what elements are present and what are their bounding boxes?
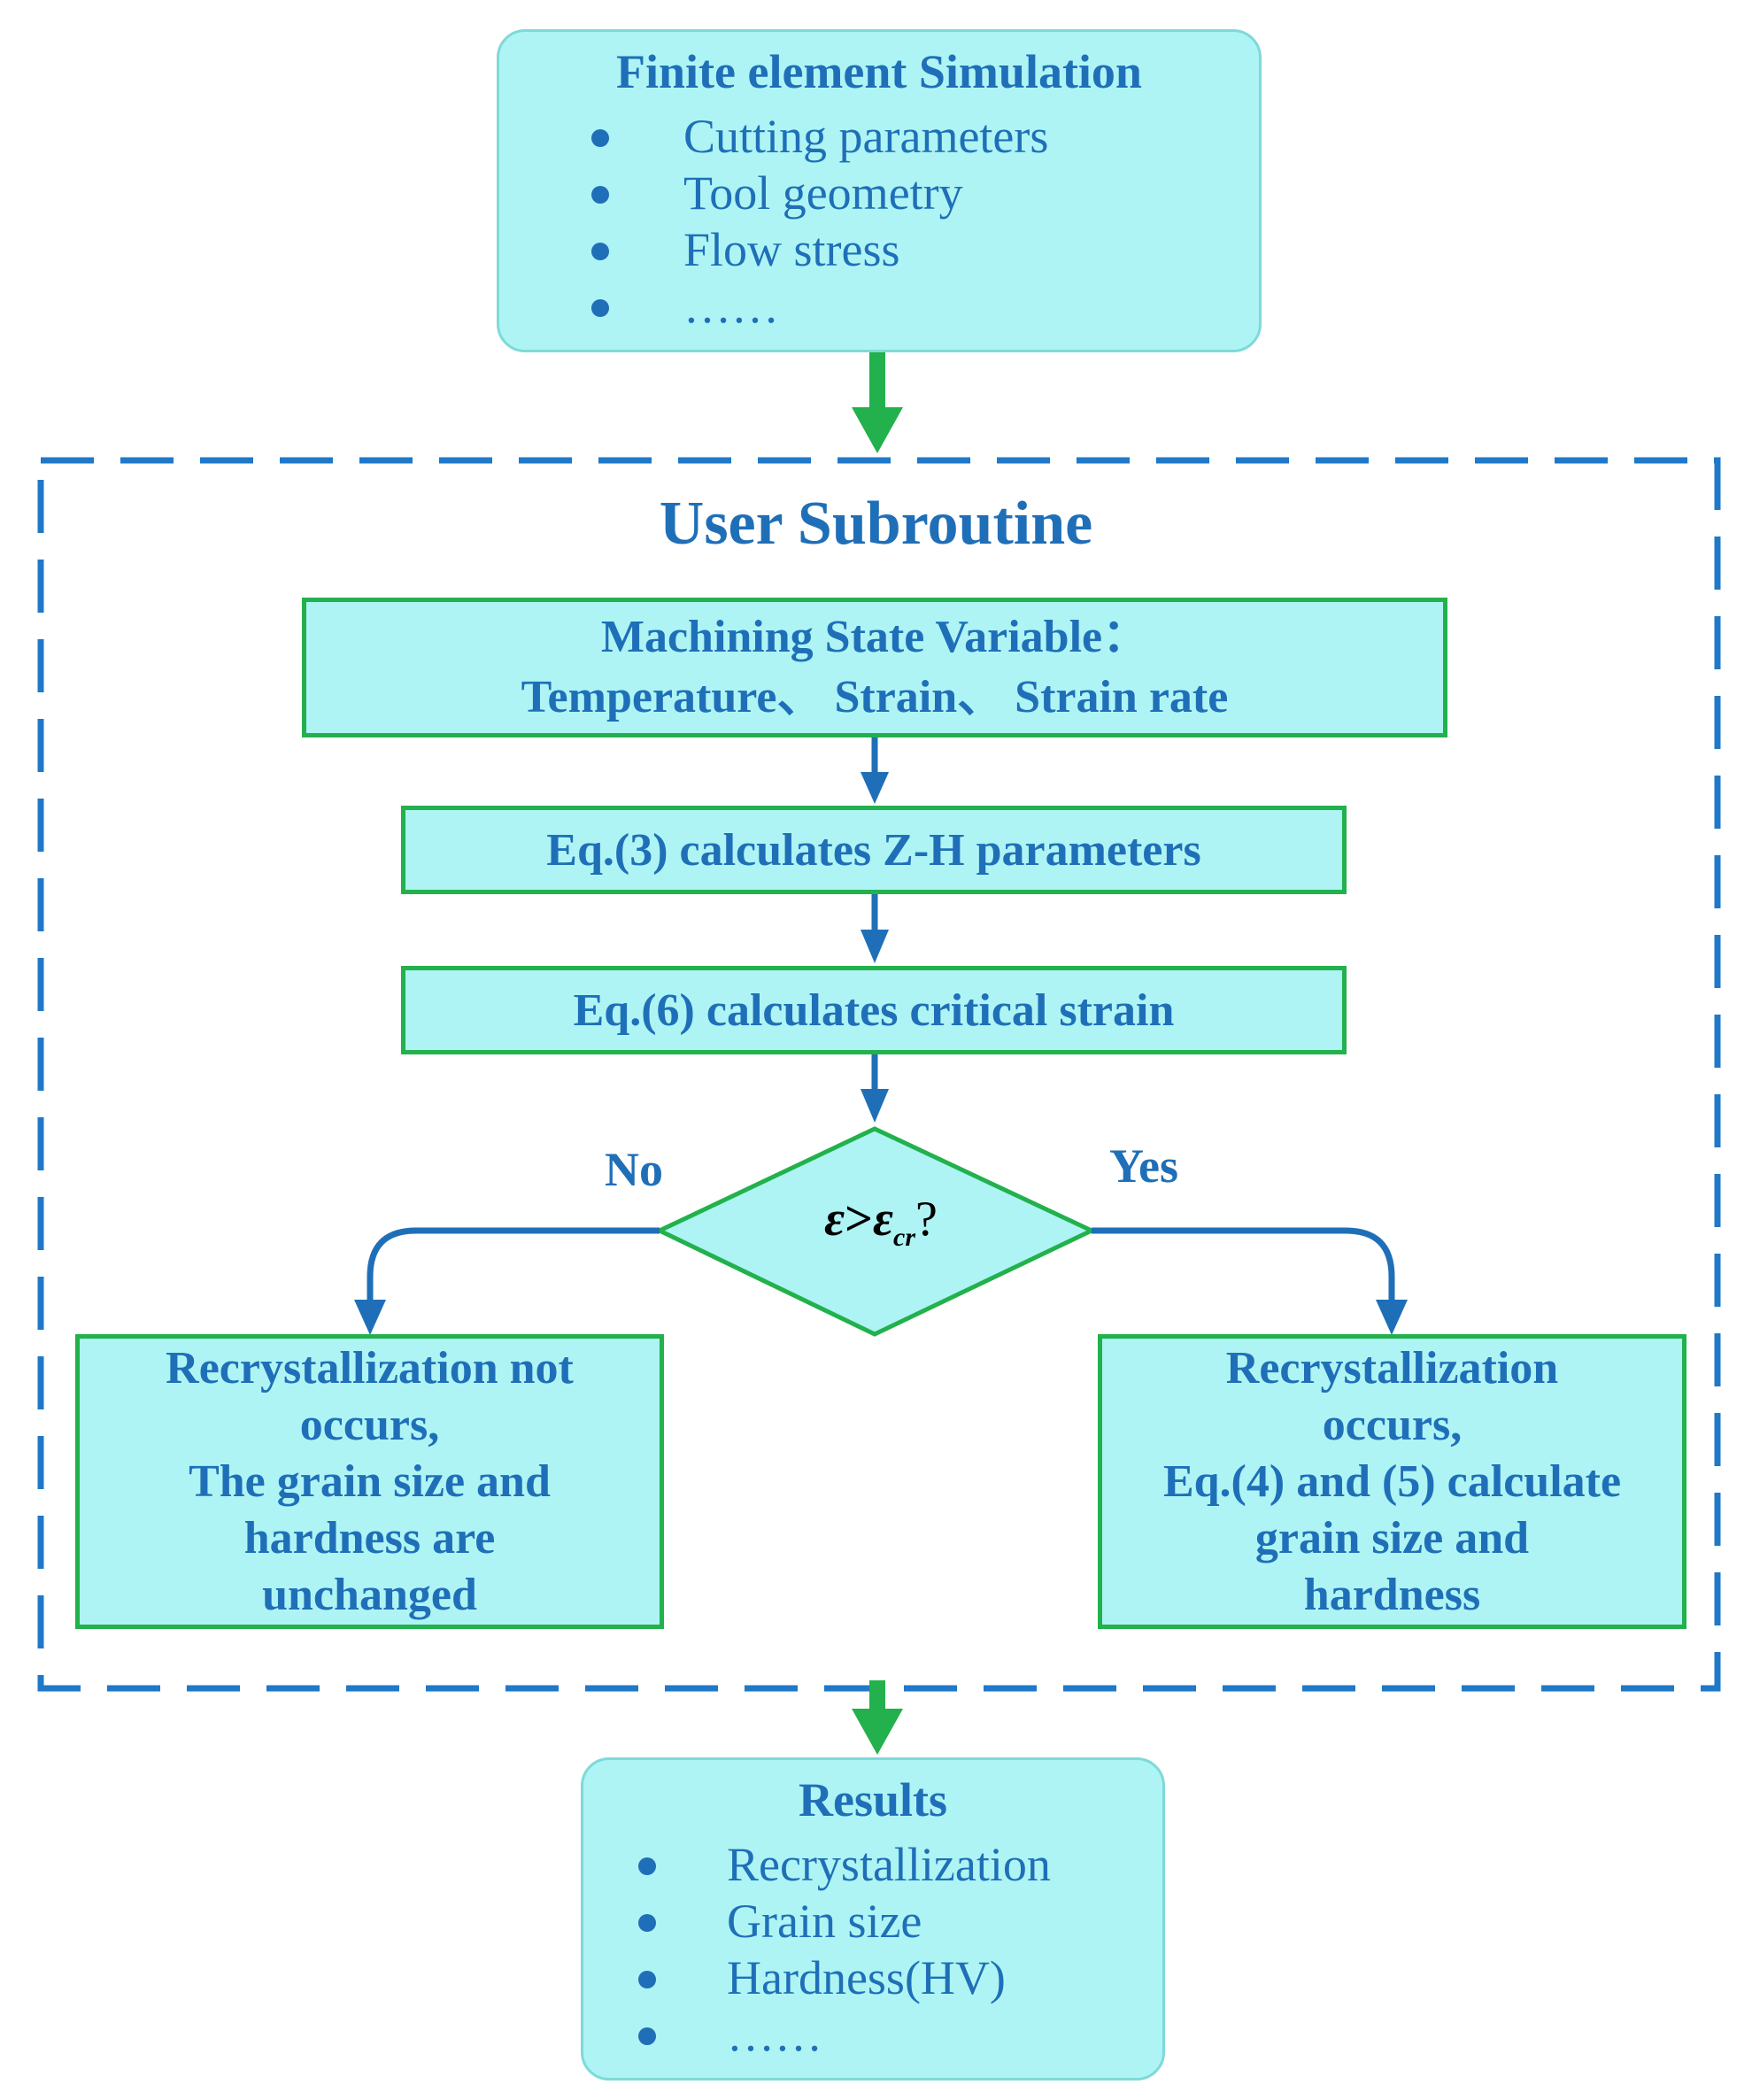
yes-branch-arrow [1092, 1227, 1395, 1301]
finite-element-box: Finite element Simulation Cutting parame… [497, 29, 1262, 352]
no-branch-arrowhead [354, 1300, 386, 1335]
yes-box-line: occurs, [1322, 1399, 1463, 1450]
yes-box-line: Eq.(4) and (5) calculate [1162, 1455, 1622, 1507]
yes-box-line: Recrystallization [1225, 1342, 1559, 1394]
results-list: Recrystallization Grain size Hardness(HV… [638, 1836, 1051, 2063]
decision-diamond [654, 1126, 1097, 1337]
no-box-line: occurs, [299, 1399, 440, 1450]
no-box-line: hardness are [243, 1512, 496, 1563]
yes-box-line: grain size and [1254, 1512, 1530, 1563]
results-title: Results [798, 1773, 947, 1826]
list-item: Flow stress [591, 221, 1048, 278]
green-arrow-top [852, 345, 903, 453]
finite-element-list: Cutting parameters Tool geometry Flow st… [591, 108, 1048, 335]
state-variable-line1: Machining State Variable： [600, 612, 1149, 662]
no-label: No [605, 1143, 663, 1196]
list-item: …… [591, 278, 1048, 335]
state-variable-box: Machining State Variable： Temperature、 S… [302, 598, 1447, 737]
no-box-line: Recrystallization not [166, 1342, 574, 1394]
green-arrow-bottom [852, 1680, 903, 1755]
yes-branch-arrowhead [1376, 1300, 1408, 1335]
zh-parameter-box: Eq.(3) calculates Z-H parameters [401, 806, 1347, 894]
critical-strain-box: Eq.(6) calculates critical strain [401, 966, 1347, 1054]
no-branch-arrow [367, 1227, 660, 1301]
list-item: Grain size [638, 1893, 1051, 1949]
decision-label: ε>εcr? [824, 1192, 938, 1253]
blue-arrow-3 [861, 1054, 889, 1123]
no-box-line: The grain size and [189, 1455, 551, 1507]
blue-arrow-2 [861, 894, 889, 963]
list-item: Cutting parameters [591, 108, 1048, 165]
list-item: Recrystallization [638, 1836, 1051, 1893]
list-item: …… [638, 2006, 1051, 2063]
blue-arrow-1 [861, 737, 889, 804]
no-recrystallization-box: Recrystallization not occurs, The grain … [75, 1334, 664, 1629]
yes-label: Yes [1109, 1139, 1178, 1193]
results-box: Results Recrystallization Grain size Har… [581, 1757, 1165, 2081]
yes-box-line: hardness [1303, 1569, 1481, 1620]
yes-recrystallization-box: Recrystallization occurs, Eq.(4) and (5)… [1098, 1334, 1686, 1629]
subroutine-title: User Subroutine [659, 490, 1093, 558]
list-item: Hardness(HV) [638, 1949, 1051, 2006]
state-variable-line2: Temperature、 Strain、 Strain rate [521, 672, 1229, 722]
no-box-line: unchanged [262, 1569, 477, 1620]
zh-parameter-label: Eq.(3) calculates Z-H parameters [546, 824, 1201, 876]
subroutine-dashed-frame [37, 457, 1721, 1692]
finite-element-title: Finite element Simulation [616, 45, 1142, 98]
list-item: Tool geometry [591, 165, 1048, 221]
critical-strain-label: Eq.(6) calculates critical strain [573, 984, 1175, 1036]
